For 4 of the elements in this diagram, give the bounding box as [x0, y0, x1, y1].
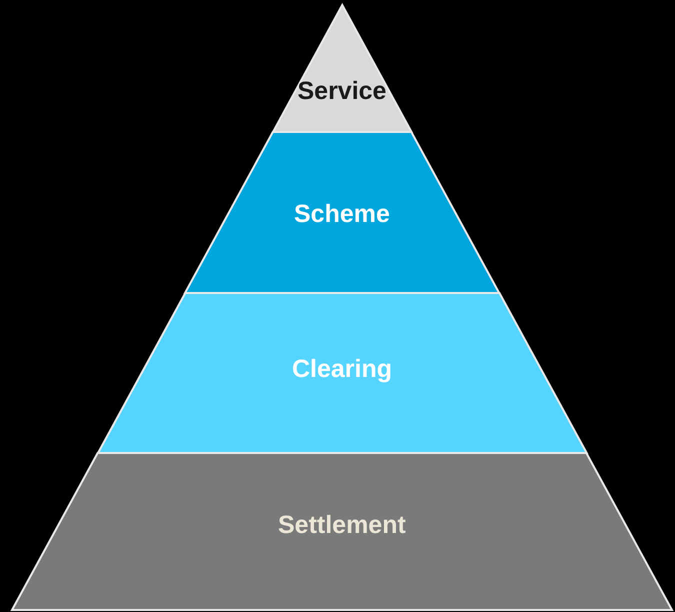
tier-label: Service: [297, 77, 386, 106]
tier-label: Scheme: [294, 200, 390, 229]
tier-label: Settlement: [278, 511, 406, 540]
tier-label: Clearing: [292, 355, 392, 384]
